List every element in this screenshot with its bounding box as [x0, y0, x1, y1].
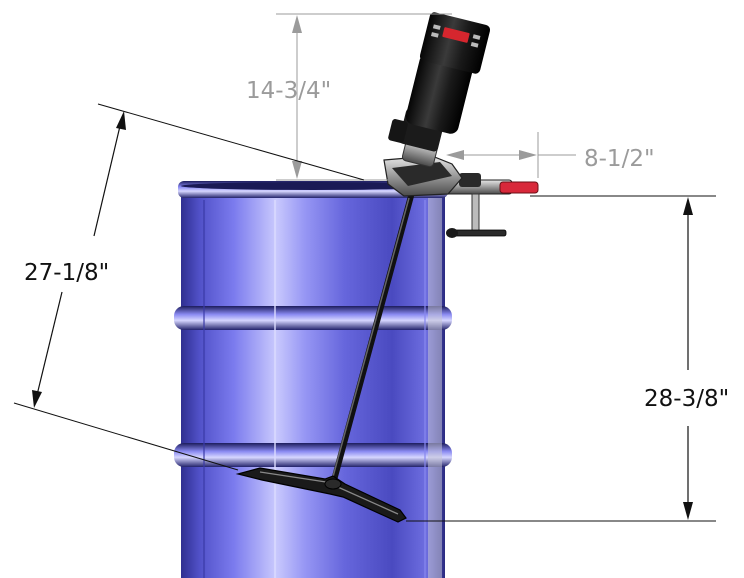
drum-rib-upper [174, 306, 452, 330]
arrow-left-icon [446, 150, 464, 160]
speed-display-icon [442, 27, 470, 43]
control-button-icon [430, 32, 439, 38]
arrow-up-icon [292, 15, 302, 33]
drum-body [181, 186, 445, 578]
control-button-icon [470, 42, 479, 48]
drum-side-strip [428, 198, 442, 578]
dimension-line [93, 125, 121, 237]
dimension-line [36, 291, 63, 396]
drum-top-opening [181, 182, 445, 190]
drum [174, 181, 452, 578]
clamp-knob [446, 228, 458, 238]
arrow-down-icon [683, 502, 693, 520]
control-button-icon [472, 34, 481, 40]
arrow-down-icon [32, 390, 42, 408]
dimension-label-clamp-offset: 8-1/2" [584, 146, 655, 172]
extension-line [13, 402, 239, 471]
motor-body [405, 54, 473, 134]
clamp-lever [459, 173, 481, 187]
motor-mount-dark [392, 162, 452, 186]
dimension-label-motor-height: 14-3/4" [246, 78, 331, 104]
impeller-blade [235, 467, 407, 523]
mixer-shaft-highlight [330, 197, 410, 485]
arrow-right-icon [519, 150, 537, 160]
clamp-handle [499, 181, 539, 194]
dimension-shaft-length [13, 103, 365, 471]
mixer-motor [383, 12, 491, 197]
motor-side-knob [388, 119, 408, 143]
dimension-drum-depth [406, 195, 716, 522]
clamp-tbar [449, 229, 507, 237]
dimension-clamp-offset [446, 132, 576, 178]
impeller-hub [324, 478, 342, 490]
control-button-icon [432, 24, 441, 30]
mixer-shaft [330, 193, 414, 487]
mixer-shaft-assembly [235, 193, 414, 523]
dimension-label-drum-depth: 28-3/8" [644, 386, 729, 412]
arrow-up-icon [116, 111, 126, 130]
clamp-screw [471, 193, 480, 233]
extension-line [97, 103, 365, 181]
dimension-motor-height [276, 13, 452, 181]
arrow-up-icon [683, 197, 693, 215]
arrow-down-icon [292, 161, 302, 179]
drum-rib-lower [174, 443, 452, 467]
dimension-label-shaft-length: 27-1/8" [24, 260, 109, 286]
drum-clamp [439, 173, 539, 238]
